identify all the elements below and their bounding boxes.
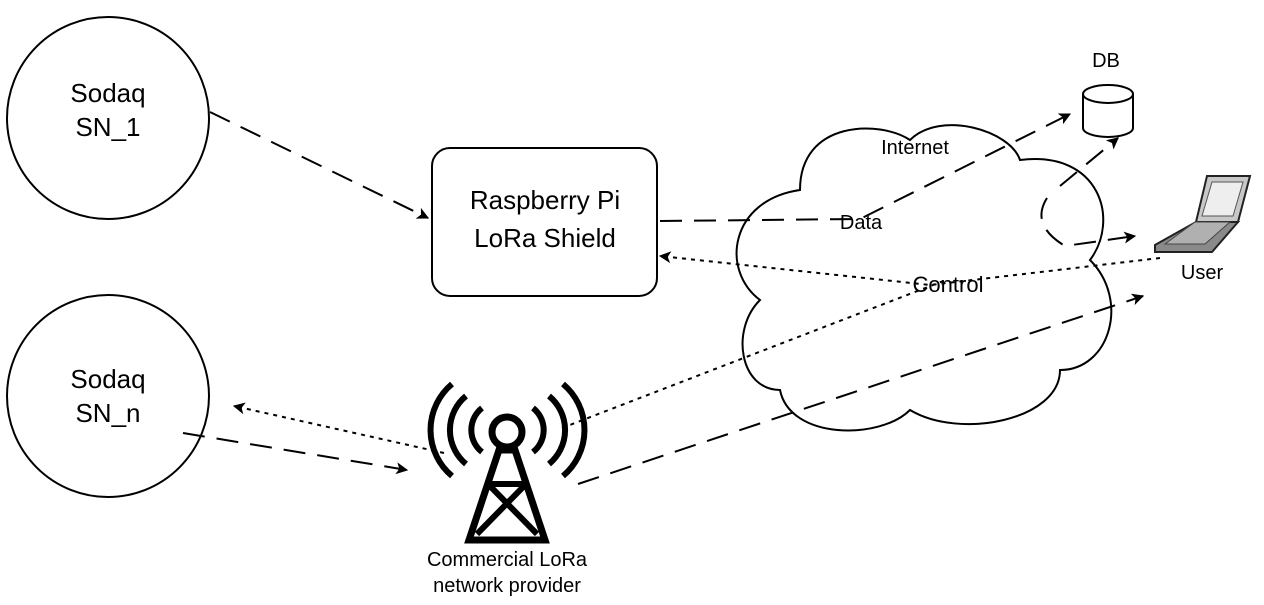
edge-db-to-user: [1040, 197, 1137, 248]
sn1-label-line2: SN_1: [75, 112, 140, 142]
laptop-icon[interactable]: [1154, 175, 1252, 253]
edge-rpi-to-db: [659, 113, 1072, 222]
sensor-node-snn[interactable]: [6, 294, 210, 498]
internet-cloud: [735, 124, 1113, 432]
raspberry-pi-box[interactable]: [431, 147, 658, 297]
rpi-label-line2: LoRa Shield: [474, 223, 616, 253]
snn-label-line1: Sodaq: [70, 364, 145, 394]
internet-label: Internet: [881, 137, 949, 159]
edge-into-db: [1059, 137, 1119, 187]
db-label: DB: [1092, 50, 1120, 72]
snn-label-line2: SN_n: [75, 398, 140, 428]
database-icon[interactable]: [1082, 84, 1134, 138]
edge-user-to-tower-control: [561, 279, 947, 429]
control-edge-label: Control: [913, 272, 984, 297]
sensor-node-sn1[interactable]: [6, 16, 210, 220]
radio-tower-icon[interactable]: [427, 381, 588, 544]
tower-label-line1: Commercial LoRa: [427, 549, 588, 571]
rpi-label-line1: Raspberry Pi: [470, 185, 620, 215]
sn1-label-line1: Sodaq: [70, 78, 145, 108]
user-label: User: [1181, 262, 1224, 284]
edge-snn-to-tower: [182, 432, 409, 475]
tower-label-line2: network provider: [433, 575, 581, 597]
edge-tower-to-user: [577, 293, 1145, 485]
edge-sn1-to-rpi: [209, 111, 430, 219]
data-edge-label: Data: [840, 212, 883, 234]
